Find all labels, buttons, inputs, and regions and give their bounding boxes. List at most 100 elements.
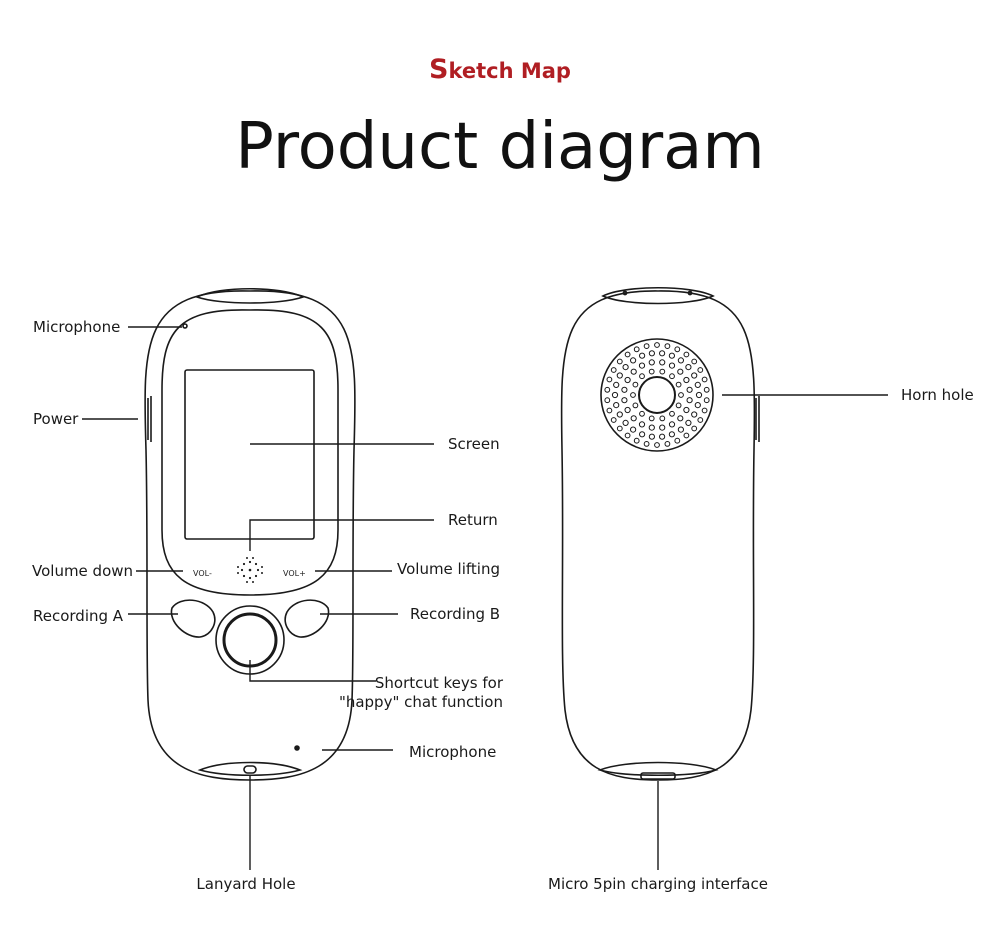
horn-hole-dot — [648, 415, 655, 422]
front-bottom-cap — [197, 761, 303, 777]
vol-minus-text: VOL- — [193, 569, 212, 578]
label-shortcut-line2: "happy" chat function — [339, 693, 503, 711]
horn-hole-dot — [697, 367, 704, 373]
label-microphone-top: Microphone — [33, 318, 120, 336]
label-volume-down: Volume down — [32, 562, 133, 580]
recording-a-button — [170, 599, 216, 638]
horn-hole-dot — [624, 351, 631, 358]
horn-hole-dot — [691, 411, 698, 418]
horn-hole-dot — [643, 441, 650, 447]
horn-hole-dot — [604, 386, 611, 393]
horn-hole-dot — [616, 358, 623, 365]
horn-hole-dot — [668, 362, 676, 369]
horn-hole-dot — [683, 406, 690, 414]
horn-hole-dot — [630, 415, 637, 422]
horn-hole-dot — [610, 417, 617, 423]
sketch-map-kicker: Sketch Map — [0, 54, 1000, 85]
horn-hole-dot — [639, 410, 645, 417]
horn-hole-dot — [613, 381, 620, 388]
horn-holes-icon — [604, 342, 710, 448]
horn-hole-dot — [638, 421, 646, 428]
horn-hole-dot — [632, 402, 639, 409]
horn-hole-dot — [703, 386, 710, 393]
horn-hole-dot — [606, 407, 613, 414]
horn-hole-dot — [694, 402, 701, 409]
leader-shortcut — [249, 660, 376, 682]
screen-rect — [184, 369, 315, 540]
horn-hole-dot — [677, 415, 684, 422]
front-top-cap — [194, 288, 306, 304]
horn-hole-dot — [624, 376, 631, 384]
front-face-plate — [161, 309, 339, 596]
horn-hole-dot — [630, 392, 636, 398]
horn-hole-dot — [638, 362, 646, 369]
back-device — [560, 287, 760, 781]
recording-b-button — [284, 599, 330, 638]
horn-hole-dot — [659, 350, 666, 357]
horn-hole-dot — [664, 343, 671, 350]
horn-hole-dot — [683, 376, 690, 384]
label-screen: Screen — [448, 435, 500, 453]
horn-grille-center — [638, 376, 676, 414]
label-microphone-bottom: Microphone — [409, 743, 496, 761]
horn-hole-dot — [664, 441, 671, 447]
horn-hole-dot — [611, 391, 619, 399]
horn-hole-dot — [669, 373, 675, 380]
horn-hole-dot — [697, 417, 704, 423]
horn-hole-dot — [630, 357, 637, 364]
kicker-initial: S — [429, 54, 449, 85]
horn-hole-dot — [654, 442, 660, 448]
microphone-top-hole — [182, 323, 188, 329]
horn-hole-dot — [622, 364, 629, 371]
horn-hole-dot — [639, 373, 645, 380]
kicker-rest: ketch Map — [448, 59, 571, 83]
horn-hole-dot — [668, 431, 676, 438]
horn-grille-outer — [600, 338, 714, 452]
horn-hole-dot — [632, 381, 639, 388]
horn-hole-dot — [621, 386, 628, 393]
horn-hole-dot — [701, 407, 708, 414]
horn-hole-dot — [678, 392, 684, 398]
label-power: Power — [33, 410, 79, 428]
label-recording-b: Recording B — [410, 605, 500, 623]
horn-hole-dot — [691, 372, 698, 379]
label-recording-a: Recording A — [33, 607, 124, 625]
horn-hole-dot — [648, 424, 655, 431]
charging-port — [640, 772, 676, 780]
lanyard-hole — [243, 765, 257, 774]
horn-hole-dot — [674, 437, 681, 444]
horn-hole-dot — [668, 352, 676, 359]
horn-hole-dot — [648, 433, 656, 440]
horn-hole-dot — [624, 432, 631, 439]
page-title: Product diagram — [235, 110, 765, 184]
horn-hole-dot — [701, 376, 708, 383]
back-body-outline — [560, 290, 756, 781]
leader-return — [249, 519, 434, 551]
horn-hole-dot — [659, 415, 666, 422]
horn-hole-dot — [677, 368, 684, 375]
label-shortcut-line1: Shortcut keys for — [375, 674, 504, 692]
horn-hole-dot — [675, 381, 682, 388]
horn-hole-dot — [659, 359, 666, 366]
horn-hole-dot — [621, 397, 628, 404]
horn-hole-dot — [630, 426, 637, 433]
vol-plus-text: VOL+ — [283, 569, 306, 578]
horn-hole-dot — [633, 437, 640, 444]
horn-hole-dot — [659, 424, 666, 431]
horn-hole-dot — [624, 406, 631, 414]
horn-hole-dot — [669, 410, 675, 417]
horn-hole-dot — [674, 346, 681, 353]
horn-hole-dot — [613, 402, 620, 409]
label-return: Return — [448, 511, 498, 529]
horn-hole-dot — [606, 376, 613, 383]
horn-hole-dot — [703, 397, 710, 404]
horn-hole-dot — [630, 368, 637, 375]
horn-hole-dot — [668, 421, 676, 428]
horn-hole-dot — [694, 381, 701, 388]
horn-hole-dot — [675, 402, 682, 409]
horn-hole-dot — [648, 368, 655, 375]
horn-hole-dot — [683, 351, 690, 358]
back-side-button — [755, 396, 760, 442]
microphone-bottom-hole — [294, 745, 300, 751]
